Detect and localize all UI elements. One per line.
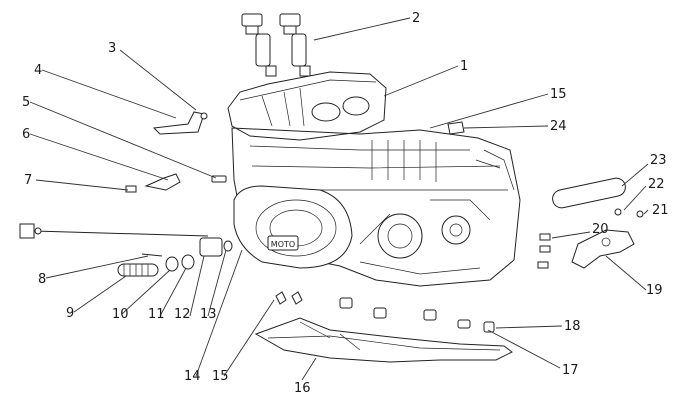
leader-lines bbox=[29, 17, 649, 381]
callout-14: 14 bbox=[184, 369, 201, 384]
left-small-parts bbox=[19, 111, 233, 277]
cover-logo-text: MOTO bbox=[271, 240, 295, 249]
callout-24: 24 bbox=[550, 119, 567, 134]
callout-15-lower: 15 bbox=[212, 369, 229, 384]
callout-9: 9 bbox=[66, 306, 74, 321]
engine-assembly: MOTO bbox=[227, 71, 521, 287]
callout-20: 20 bbox=[592, 222, 609, 237]
callout-16: 16 bbox=[294, 381, 311, 396]
callout-23: 23 bbox=[650, 153, 667, 168]
callout-17: 17 bbox=[562, 363, 579, 378]
callout-19: 19 bbox=[646, 283, 663, 298]
callout-8: 8 bbox=[38, 272, 46, 287]
skid-plate bbox=[254, 291, 513, 363]
callout-2: 2 bbox=[412, 11, 420, 26]
callout-4: 4 bbox=[34, 63, 42, 78]
mount-hardware bbox=[339, 297, 495, 333]
callout-6: 6 bbox=[22, 127, 30, 142]
callout-12: 12 bbox=[174, 307, 191, 322]
callout-7: 7 bbox=[24, 173, 32, 188]
callout-22: 22 bbox=[648, 177, 665, 192]
callout-10: 10 bbox=[112, 307, 129, 322]
callout-3: 3 bbox=[108, 41, 116, 56]
callout-labels: 2 1 3 4 5 6 7 8 9 10 11 12 13 14 15 15 1… bbox=[22, 11, 669, 396]
callout-11: 11 bbox=[148, 307, 165, 322]
right-side-parts bbox=[447, 121, 644, 269]
callout-15-upper: 15 bbox=[550, 87, 567, 102]
callout-21: 21 bbox=[652, 203, 669, 218]
callout-5: 5 bbox=[22, 95, 30, 110]
callout-18: 18 bbox=[564, 319, 581, 334]
callout-1: 1 bbox=[460, 59, 468, 74]
callout-13: 13 bbox=[200, 307, 217, 322]
ignition-coil-pair bbox=[241, 13, 311, 77]
